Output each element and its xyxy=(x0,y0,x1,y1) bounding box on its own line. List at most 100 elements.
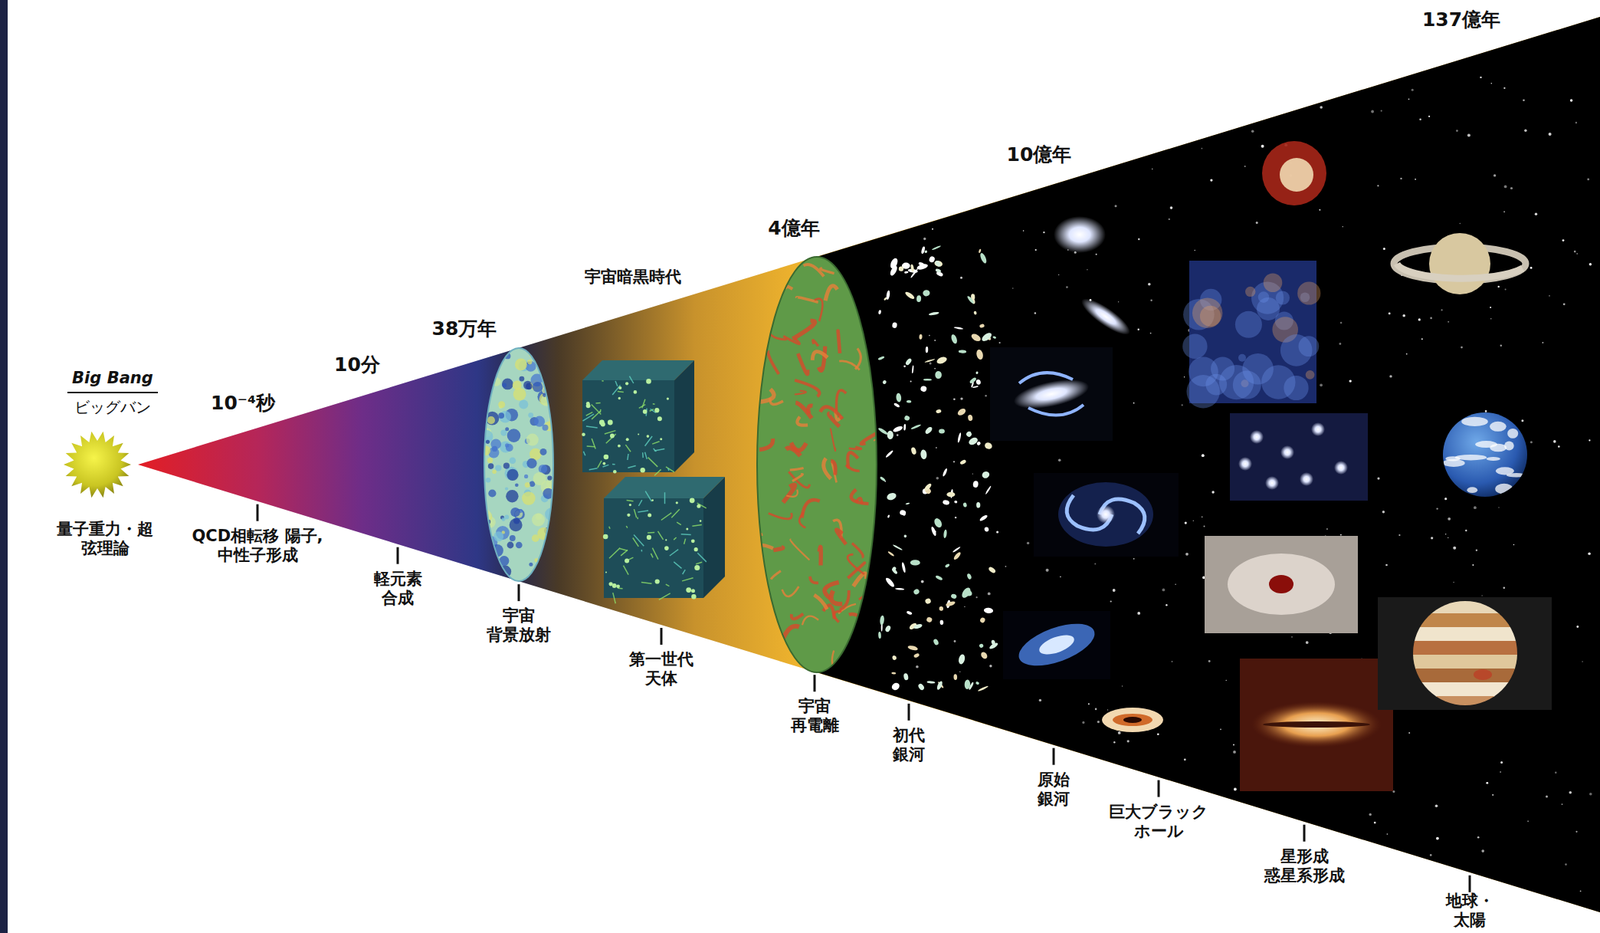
filament xyxy=(596,402,601,404)
star-dot xyxy=(1081,721,1085,724)
star-dot xyxy=(1548,132,1552,136)
reion-outline xyxy=(757,256,877,673)
cmb-spot xyxy=(479,354,492,366)
deep-field-galaxy xyxy=(878,631,882,639)
deep-field-galaxy xyxy=(892,544,904,551)
star-dot xyxy=(1226,679,1227,681)
deep-field-galaxy xyxy=(879,614,886,625)
reion-base xyxy=(750,252,882,682)
filament xyxy=(654,468,662,476)
deep-field-galaxy xyxy=(938,606,944,611)
halo xyxy=(609,581,614,586)
deep-field-galaxy xyxy=(910,559,921,566)
star-dot xyxy=(1039,698,1042,702)
simulation-cube xyxy=(603,476,725,604)
cmb-spot xyxy=(509,457,517,465)
time-label: 10⁻⁴秒 xyxy=(210,391,276,415)
star-dot xyxy=(1441,308,1443,311)
tick-mark xyxy=(908,703,911,721)
filament xyxy=(658,531,664,540)
halo xyxy=(586,403,591,408)
star-dot xyxy=(1479,76,1482,79)
star-dot xyxy=(1447,537,1449,538)
star-dot xyxy=(1521,419,1524,422)
star-dot xyxy=(1429,317,1433,320)
star-dot xyxy=(1436,507,1438,509)
filament xyxy=(641,549,643,552)
filament xyxy=(664,491,666,504)
star-dot xyxy=(1445,533,1446,535)
deep-field-galaxy xyxy=(913,622,924,630)
star-dot xyxy=(1194,249,1196,251)
deep-field-galaxy xyxy=(901,561,907,573)
ionized-bubble xyxy=(759,438,774,450)
star-dot xyxy=(1491,82,1493,85)
star-dot xyxy=(1137,611,1141,615)
star-dot xyxy=(1589,792,1593,796)
ionized-bubble xyxy=(782,586,800,597)
ionized-bubble xyxy=(797,353,808,374)
galaxy-core xyxy=(1096,504,1115,524)
star-dot xyxy=(1232,744,1235,746)
halo xyxy=(618,386,622,390)
halo xyxy=(646,534,652,540)
deep-field-galaxy xyxy=(910,268,919,279)
star-dot xyxy=(1436,836,1440,840)
filament xyxy=(697,552,707,562)
star-dot xyxy=(1340,321,1343,325)
ionized-bubble xyxy=(767,635,776,659)
ionized-bubble xyxy=(792,321,815,340)
deep-field-galaxy xyxy=(924,597,932,605)
cmb-spot xyxy=(501,517,506,522)
star-dot xyxy=(1435,803,1439,807)
earth-clouds xyxy=(1442,416,1527,495)
filament xyxy=(603,464,610,467)
star-dot xyxy=(1137,238,1140,240)
deep-field-galaxy xyxy=(927,680,936,684)
halo xyxy=(637,433,640,436)
cmb-spot xyxy=(523,380,532,390)
star-dot xyxy=(1370,110,1374,114)
saturn xyxy=(1429,232,1491,295)
ionized-bubble xyxy=(831,590,843,604)
filament xyxy=(637,510,649,512)
halo xyxy=(665,538,667,541)
ionized-bubble xyxy=(791,613,804,620)
halo xyxy=(642,409,648,414)
nebula-core xyxy=(1279,157,1314,192)
deep-field-galaxy xyxy=(983,526,990,532)
star-dot xyxy=(1485,781,1489,784)
filament xyxy=(629,376,633,384)
halo xyxy=(626,437,630,441)
filament xyxy=(604,430,617,434)
filament xyxy=(586,412,594,416)
star-dot xyxy=(1481,849,1485,853)
title-label: Big Bang xyxy=(72,368,154,388)
deep-field-galaxy xyxy=(924,249,928,253)
ionized-bubble xyxy=(814,298,823,322)
star-dot xyxy=(1530,266,1533,269)
deep-field-galaxy xyxy=(942,499,951,506)
cmb-spot xyxy=(488,347,502,361)
ionized-bubble xyxy=(768,665,775,676)
deep-field-galaxy xyxy=(898,508,907,516)
deep-field-galaxy xyxy=(990,639,996,645)
deep-field-galaxy xyxy=(904,290,916,300)
star-dot xyxy=(1504,185,1508,189)
deep-field-galaxy xyxy=(980,469,991,479)
halo xyxy=(607,419,614,426)
deep-field-galaxy xyxy=(890,681,902,692)
earth xyxy=(1442,412,1528,497)
deep-field-galaxy xyxy=(952,545,961,553)
ionized-bubble xyxy=(872,583,890,596)
filament xyxy=(591,410,600,420)
halo xyxy=(626,513,630,517)
ionized-bubble xyxy=(757,544,774,548)
halo xyxy=(696,504,701,509)
filament xyxy=(647,531,655,534)
ionized-bubble xyxy=(847,562,865,578)
star-dot xyxy=(1527,819,1529,822)
star-dot xyxy=(1319,383,1323,387)
epoch-label: 量子重力・超弦理論 xyxy=(54,519,156,558)
photo-frame xyxy=(1003,610,1111,679)
